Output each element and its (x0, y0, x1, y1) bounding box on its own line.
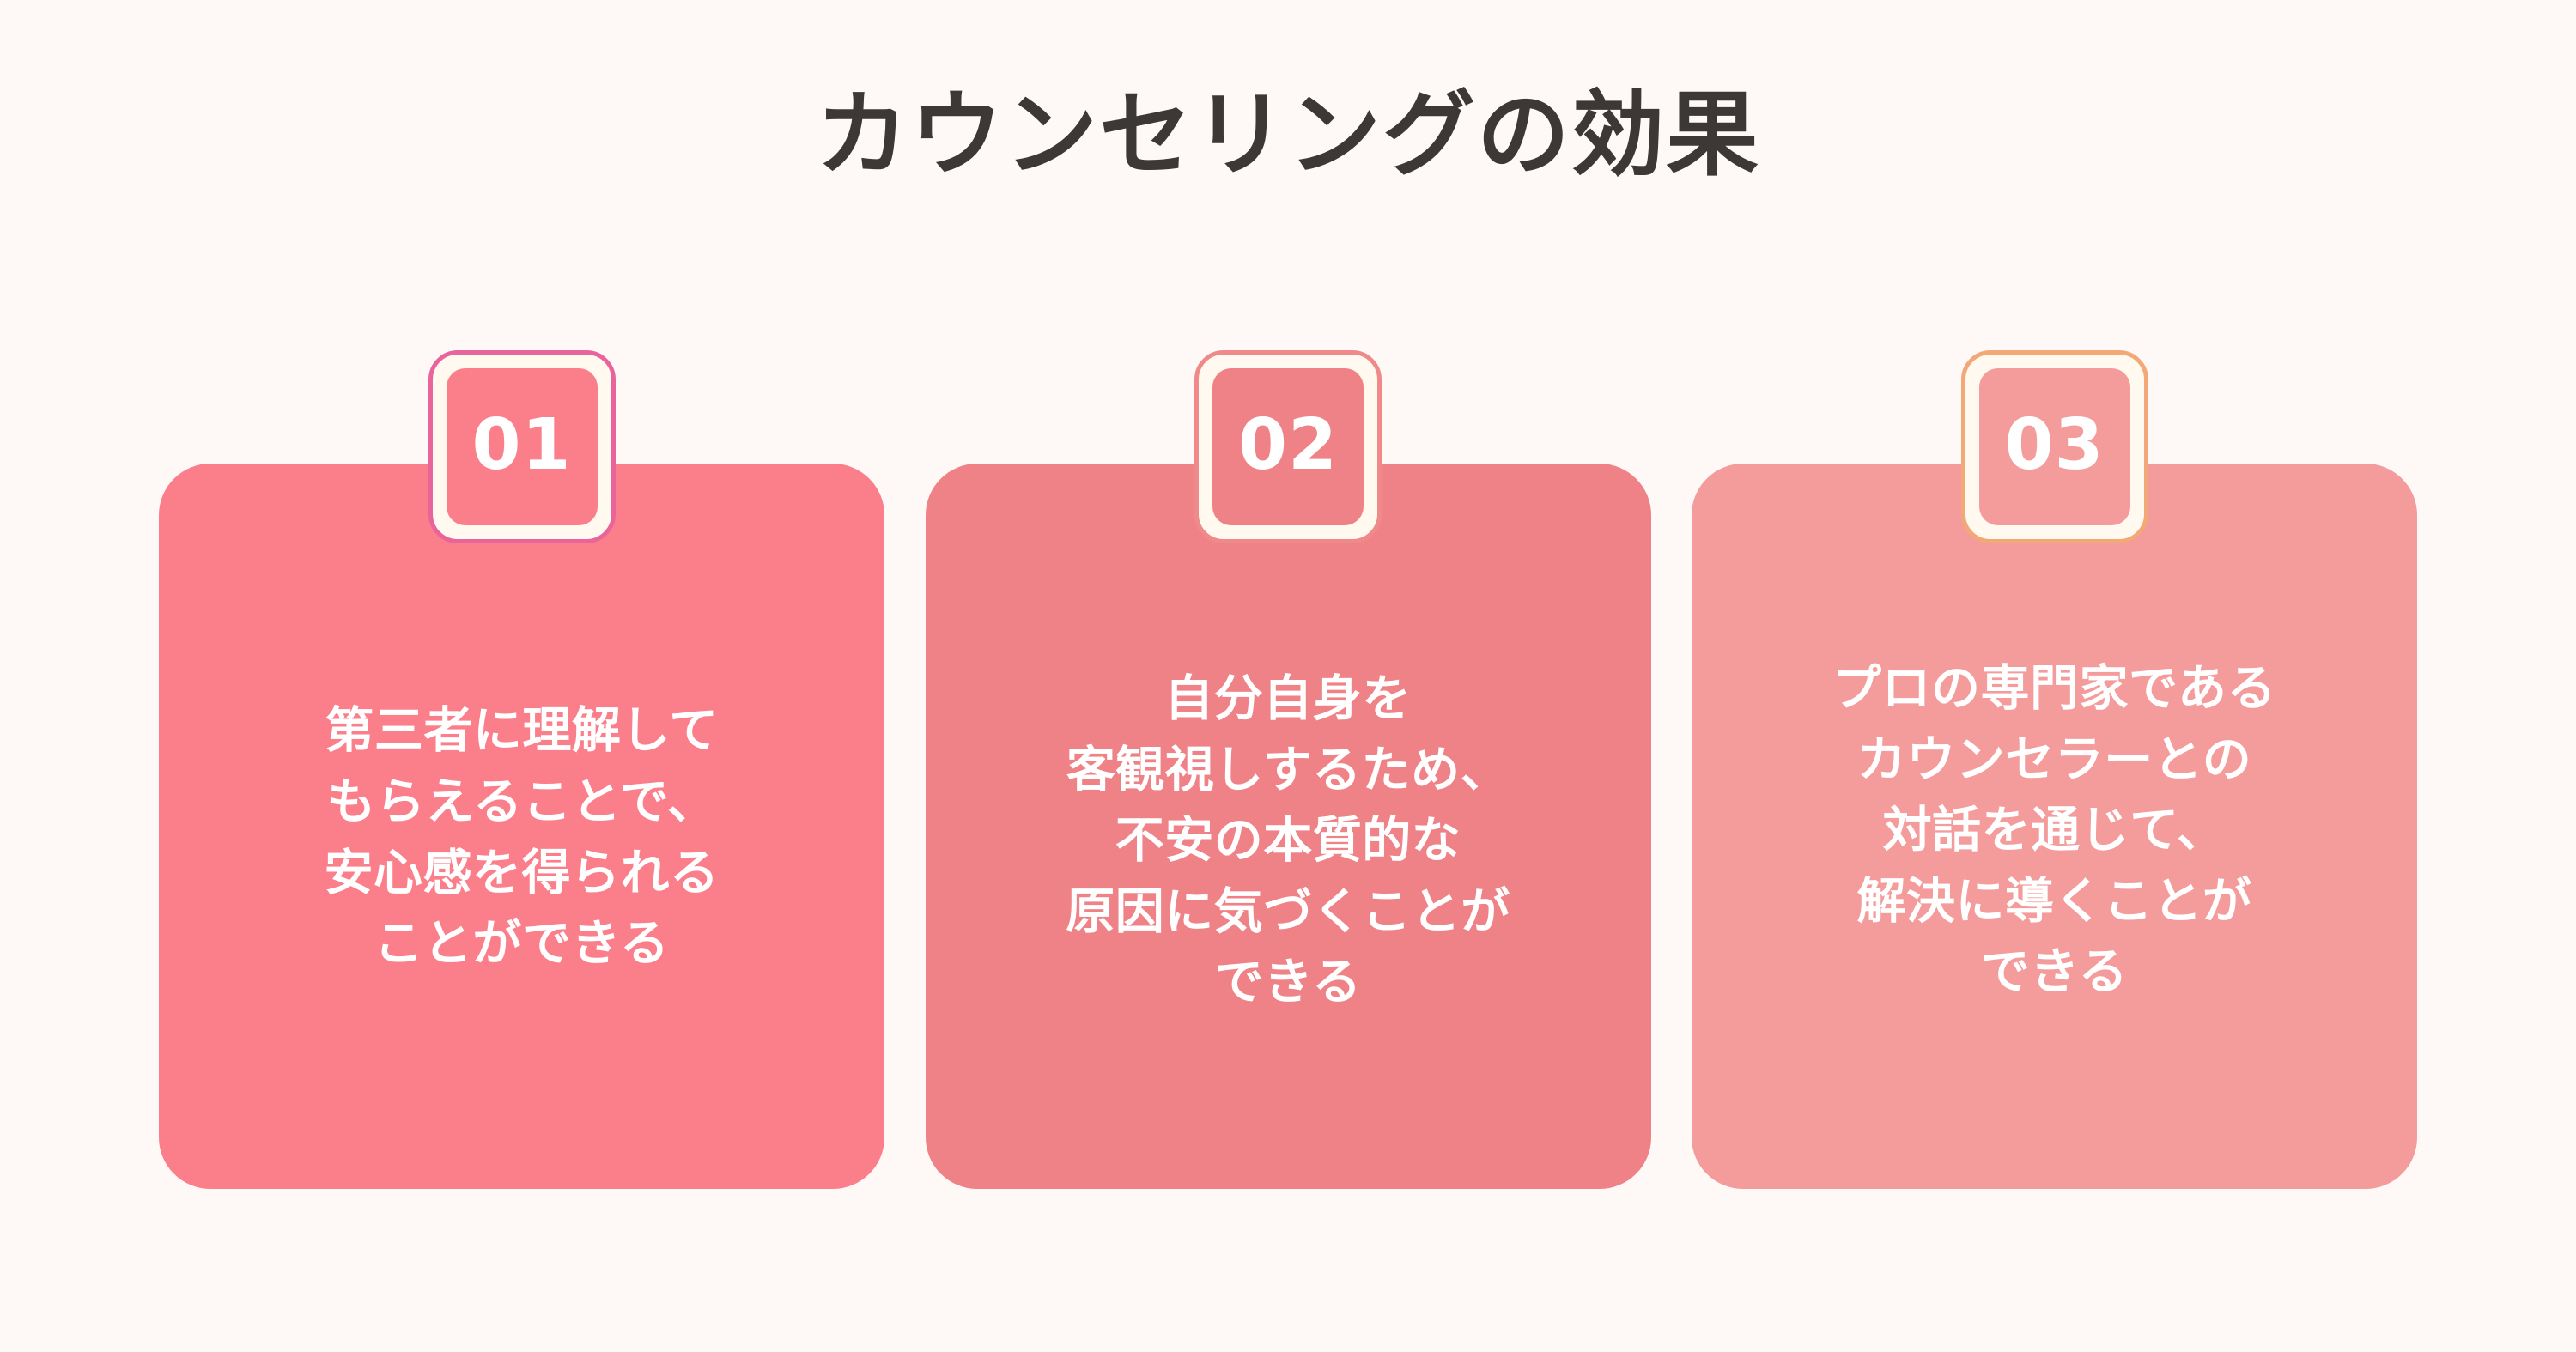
step-number-badge-01: 01 (428, 350, 616, 543)
benefit-card-text-01: 第三者に理解して もらえることで、 安心感を得られる ことができる (324, 702, 720, 973)
step-number-badge-inner-03: 03 (1978, 368, 2130, 525)
step-number-badge-inner-01: 01 (446, 368, 598, 525)
benefit-cards-row: 01 第三者に理解して もらえることで、 安心感を得られる ことができる 02 … (159, 350, 2417, 1189)
step-number-label-03: 03 (2004, 403, 2105, 486)
step-number-badge-02: 02 (1194, 350, 1382, 543)
benefit-card-01: 01 第三者に理解して もらえることで、 安心感を得られる ことができる (159, 350, 884, 1189)
benefit-card-text-03: プロの専門家である カウンセラーとの 対話を通じて、 解決に導くことが できる (1832, 659, 2276, 1001)
benefit-card-text-02: 自分自身を 客観視しするため、 不安の本質的な 原因に気づくことが できる (1066, 670, 1510, 1011)
benefit-card-03: 03 プロの専門家である カウンセラーとの 対話を通じて、 解決に導くことが で… (1692, 350, 2417, 1189)
step-number-badge-03: 03 (1960, 350, 2148, 543)
page-title: カウンセリングの効果 (815, 82, 1760, 189)
step-number-badge-inner-02: 02 (1212, 368, 1364, 525)
step-number-label-02: 02 (1237, 403, 1339, 486)
benefit-card-02: 02 自分自身を 客観視しするため、 不安の本質的な 原因に気づくことが できる (925, 350, 1651, 1189)
step-number-label-01: 01 (471, 403, 572, 486)
